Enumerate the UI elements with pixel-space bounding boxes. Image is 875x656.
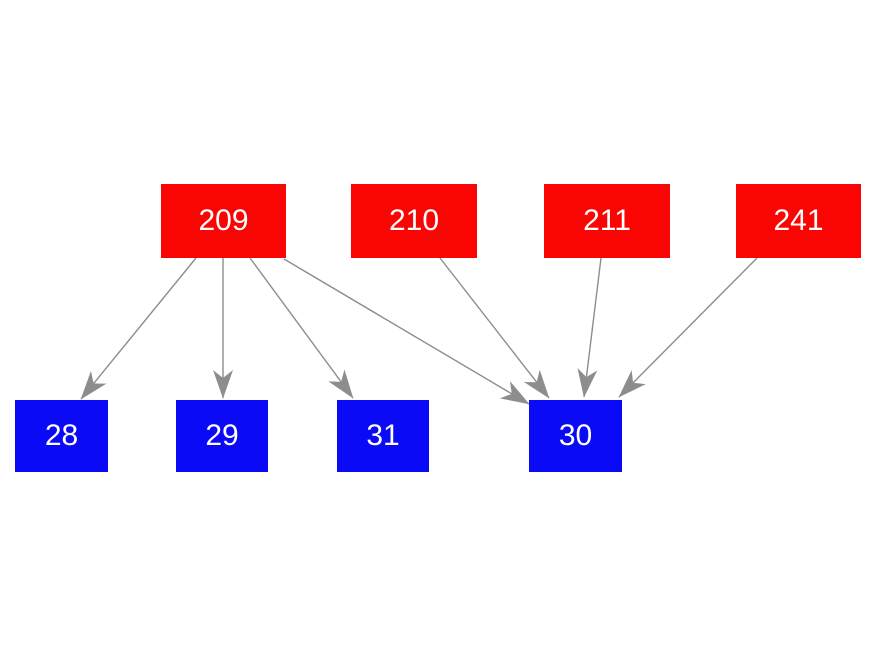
edge-210-to-30	[439, 257, 550, 399]
node-30: 30	[529, 400, 622, 472]
node-210: 210	[351, 184, 477, 258]
node-28: 28	[15, 400, 108, 472]
node-211: 211	[544, 184, 670, 258]
edge-209-to-31	[249, 257, 354, 399]
edge-group	[80, 257, 758, 405]
edge-209-to-30	[283, 258, 530, 405]
node-29: 29	[176, 400, 268, 472]
edge-211-to-30	[577, 257, 602, 398]
node-209: 209	[161, 184, 286, 258]
node-31: 31	[337, 400, 429, 472]
node-241: 241	[736, 184, 861, 258]
edge-209-to-28	[80, 257, 197, 400]
edge-241-to-30	[618, 257, 758, 398]
